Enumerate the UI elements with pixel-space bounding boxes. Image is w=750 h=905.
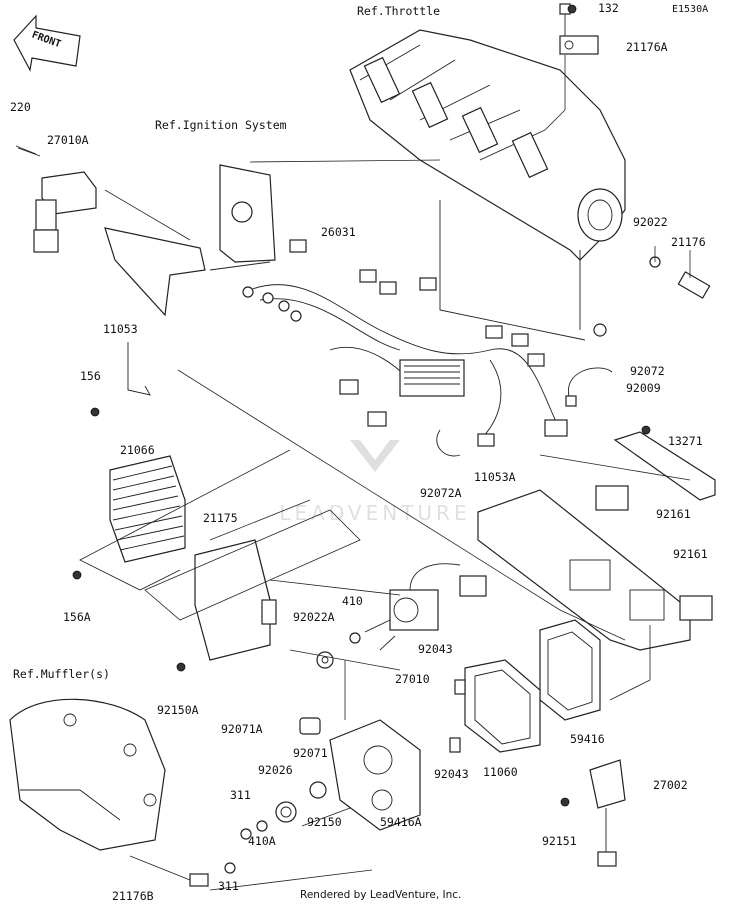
throttle-body bbox=[349, 29, 626, 341]
label-21175: 21175 bbox=[203, 511, 238, 525]
washer-410a bbox=[256, 820, 268, 832]
label-220: 220 bbox=[10, 100, 31, 114]
pin-92043-lower bbox=[449, 737, 461, 753]
nut-311-lower bbox=[224, 862, 236, 874]
label-410a: 410A bbox=[248, 834, 276, 848]
label-ref-throttle: Ref.Throttle bbox=[357, 4, 440, 18]
label-59416a: 59416A bbox=[380, 815, 422, 829]
label-92150: 92150 bbox=[307, 815, 342, 829]
leader-lines bbox=[79, 55, 691, 891]
label-21176b: 21176B bbox=[112, 889, 154, 903]
front-arrow-icon: FRONT bbox=[13, 14, 81, 72]
bolt-156a bbox=[72, 570, 82, 580]
relay-27002 bbox=[589, 759, 626, 867]
temp-sensor-21176 bbox=[649, 256, 711, 299]
muffler bbox=[9, 698, 166, 851]
label-92026: 92026 bbox=[258, 763, 293, 777]
pin-92043-upper bbox=[454, 679, 466, 695]
housing-59416a bbox=[329, 719, 421, 831]
label-11053a: 11053A bbox=[474, 470, 516, 484]
label-92022a: 92022A bbox=[293, 610, 335, 624]
mounting-bracket bbox=[104, 164, 276, 317]
label-26031: 26031 bbox=[321, 225, 356, 239]
washer-92022a bbox=[316, 651, 334, 669]
label-156: 156 bbox=[80, 369, 101, 383]
bolt-92150 bbox=[301, 807, 351, 827]
label-92161-upper: 92161 bbox=[656, 507, 691, 521]
label-92150a: 92150A bbox=[157, 703, 199, 717]
clamp-92072a bbox=[436, 429, 461, 457]
watermark-text: LEADVENTURE bbox=[279, 501, 470, 525]
label-ref-muffler: Ref.Muffler(s) bbox=[13, 667, 110, 681]
ignition-coil-27010a bbox=[17, 147, 97, 253]
footer-credit: Rendered by LeadVenture, Inc. bbox=[300, 889, 461, 901]
bolt-92150a bbox=[176, 662, 186, 672]
label-92071: 92071 bbox=[293, 746, 328, 760]
label-27010: 27010 bbox=[395, 672, 430, 686]
bolt-220 bbox=[15, 145, 37, 155]
label-311-upper: 311 bbox=[230, 788, 251, 802]
cover-59416 bbox=[539, 619, 601, 721]
bracket-11053 bbox=[127, 342, 151, 396]
label-92043-upper: 92043 bbox=[418, 642, 453, 656]
damper-92161-lower bbox=[679, 595, 713, 621]
label-11053: 11053 bbox=[103, 322, 138, 336]
label-92161-lower: 92161 bbox=[673, 547, 708, 561]
label-21176a: 21176A bbox=[626, 40, 668, 54]
bracket-11053a bbox=[477, 489, 691, 651]
cap-92071a bbox=[299, 717, 321, 735]
gasket-11060 bbox=[464, 659, 541, 753]
label-92151: 92151 bbox=[542, 834, 577, 848]
label-92009: 92009 bbox=[626, 381, 661, 395]
label-11060: 11060 bbox=[483, 765, 518, 779]
cap-92071 bbox=[309, 781, 327, 799]
label-92072a: 92072A bbox=[420, 486, 462, 500]
label-92071a: 92071A bbox=[221, 722, 263, 736]
label-92072: 92072 bbox=[630, 364, 665, 378]
plate-13271 bbox=[613, 431, 716, 501]
bolt-132 bbox=[567, 4, 577, 14]
label-311-lower: 311 bbox=[218, 879, 239, 893]
bolt-156 bbox=[90, 407, 100, 417]
ecu-21175 bbox=[194, 539, 277, 661]
bolt-92009 bbox=[641, 425, 651, 435]
regulator-21066 bbox=[109, 455, 186, 563]
label-27002: 27002 bbox=[653, 778, 688, 792]
nut-311-upper bbox=[240, 828, 252, 840]
wiring-harness-26031 bbox=[242, 239, 568, 447]
label-59416: 59416 bbox=[570, 732, 605, 746]
relay-27010 bbox=[364, 563, 487, 651]
label-156a: 156A bbox=[63, 610, 91, 624]
label-132: 132 bbox=[598, 1, 619, 15]
clamp-92072 bbox=[565, 367, 613, 407]
label-21066: 21066 bbox=[120, 443, 155, 457]
damper-92161-upper bbox=[595, 485, 629, 511]
label-92022: 92022 bbox=[633, 215, 668, 229]
label-410: 410 bbox=[342, 594, 363, 608]
label-ref-ignition: Ref.Ignition System bbox=[155, 118, 287, 132]
label-27010a: 27010A bbox=[47, 133, 89, 147]
part-labels: Ref.Throttle 132 E1530A 21176A 220 27010… bbox=[10, 1, 708, 903]
seal-92026 bbox=[275, 801, 297, 823]
label-diagram-id: E1530A bbox=[672, 4, 708, 15]
label-21176: 21176 bbox=[671, 235, 706, 249]
label-92043-lower: 92043 bbox=[434, 767, 469, 781]
throttle-sensor-21176a bbox=[559, 3, 599, 55]
washer-410 bbox=[349, 632, 361, 644]
label-13271: 13271 bbox=[668, 434, 703, 448]
watermark: LEADVENTURE bbox=[279, 440, 470, 525]
bolt-92151 bbox=[560, 797, 570, 807]
oxygen-sensor-21176b bbox=[129, 855, 209, 887]
